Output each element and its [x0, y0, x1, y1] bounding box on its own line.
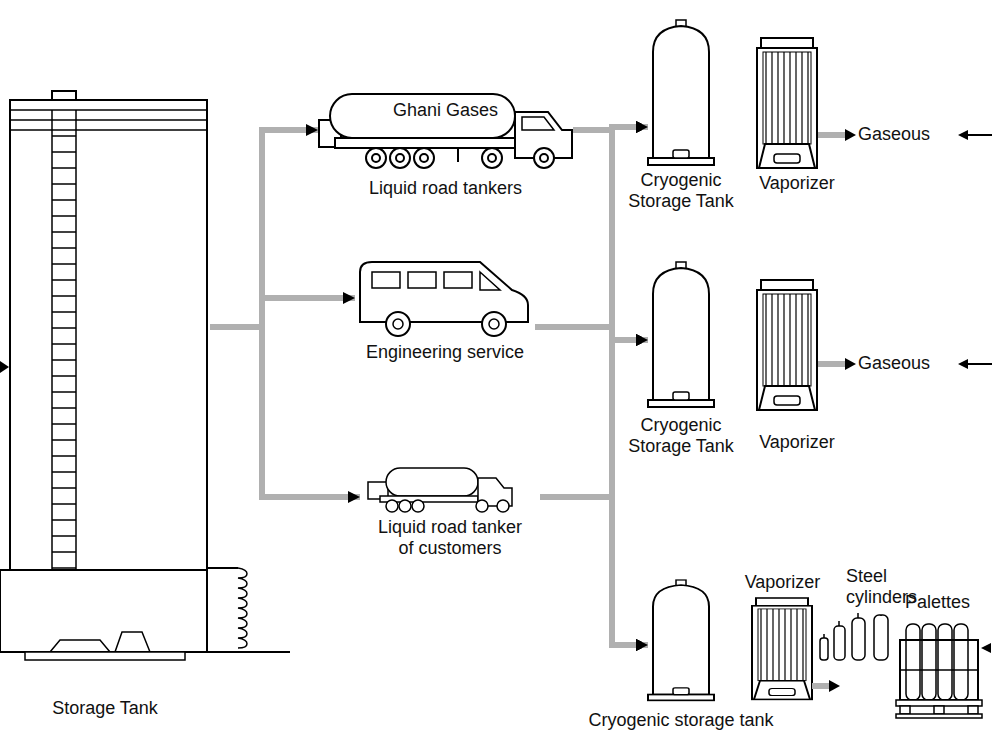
- storage-tank: Storage Tank: [0, 92, 210, 724]
- service-van: Engineering service: [355, 258, 535, 368]
- output-arrows: [812, 129, 992, 692]
- cryogenic-tank: Cryogenic Storage Tank: [648, 262, 714, 487]
- storage-tank-drawing: [0, 91, 290, 660]
- node-label: Liquid road tankers: [338, 178, 553, 199]
- annotation-label: Gaseous: [858, 124, 948, 145]
- supply-connector: [535, 327, 648, 645]
- vaporizers-drawing: [752, 38, 817, 699]
- node-label: Cryogenic Storage Tank: [626, 170, 736, 211]
- annotation-label: Gaseous: [858, 353, 948, 374]
- node-label: Vaporizer: [752, 173, 842, 194]
- node-label: Cryogenic Storage Tank: [626, 415, 736, 456]
- customer-tanker: Liquid road tanker of customers: [360, 455, 540, 567]
- vaporizer: Vaporizer: [752, 35, 842, 196]
- palette-drawing: [896, 624, 982, 718]
- supply-connector: [210, 298, 355, 327]
- node-label: Vaporizer: [740, 572, 825, 593]
- customer-tanker-drawing: [368, 468, 512, 512]
- vaporizer: Vaporizer: [740, 572, 825, 702]
- service-van-drawing: [360, 262, 528, 336]
- supply-connector: [540, 340, 648, 497]
- node-label: Cryogenic storage tank: [576, 710, 786, 731]
- cryogenic-tank: Cryogenic Storage Tank: [648, 20, 714, 248]
- annotation-label: Palettes: [905, 592, 985, 613]
- node-label: Liquid road tanker of customers: [370, 517, 530, 558]
- cryogenic-tanks-drawing: [648, 20, 714, 700]
- node-label: Engineering service: [355, 342, 535, 363]
- steel-cylinders-drawing: [820, 613, 888, 660]
- supply-connector: [210, 327, 360, 497]
- node-label: Ghani Gases: [358, 100, 533, 121]
- road-tanker: Ghani GasesLiquid road tankers: [318, 92, 573, 204]
- supply-connector: [535, 127, 648, 327]
- tanker-truck-drawing: [319, 94, 572, 168]
- vaporizer: Vaporizer: [752, 275, 842, 455]
- supply-connector: [540, 497, 648, 645]
- node-label: Storage Tank: [20, 698, 190, 719]
- node-label: Vaporizer: [752, 432, 842, 453]
- cryogenic-tank: Cryogenic storage tank: [648, 572, 714, 735]
